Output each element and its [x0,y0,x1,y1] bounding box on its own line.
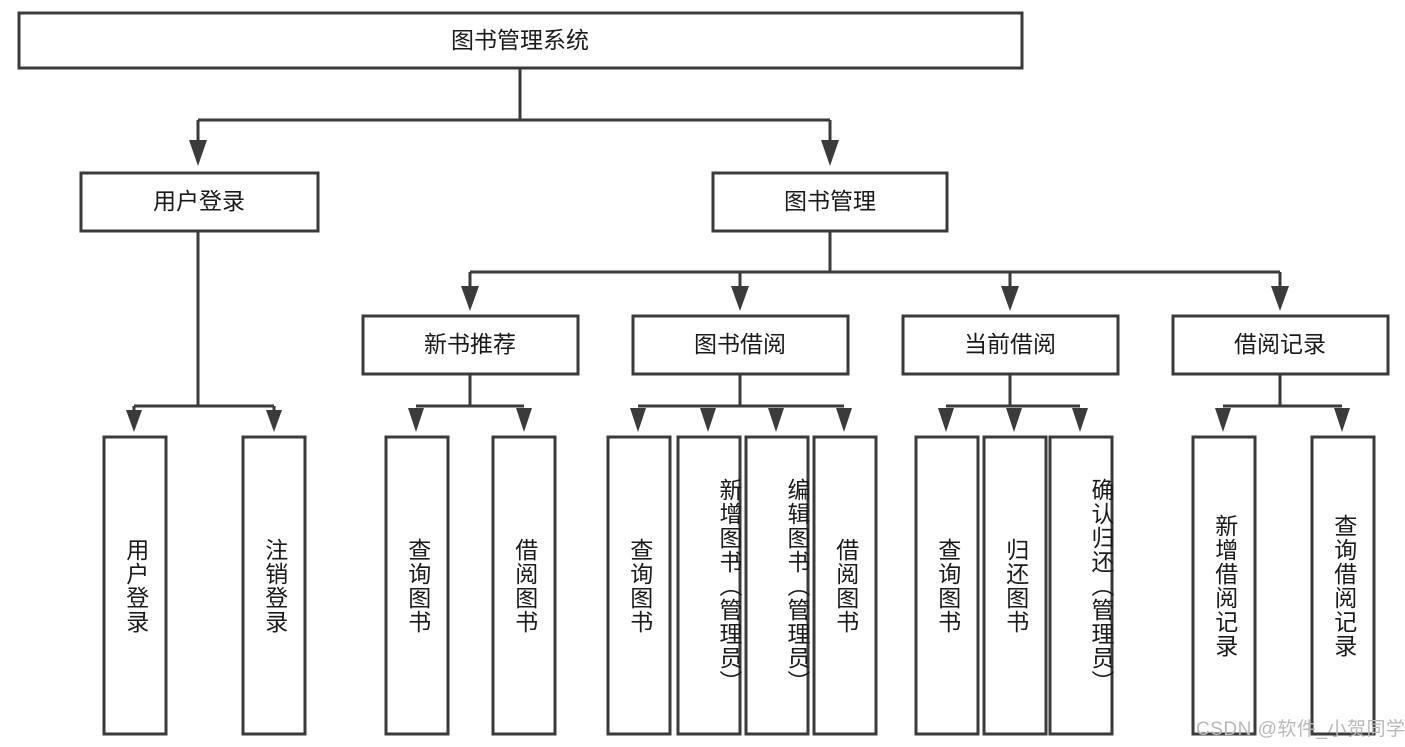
node-borrow-record-label: 借阅记录 [1234,331,1326,357]
arrow-head-leaf-borrow-book-2 [836,408,852,432]
node-book-borrow-box[interactable] [631,314,850,376]
arrow-head-leaf-query-book-1 [408,408,424,432]
arrow-head-leaf-add-record [1215,408,1231,432]
arrow-head-book-management [821,140,839,166]
connector-group-user-login [126,232,282,432]
arrow-head-leaf-return-book [1006,408,1022,432]
csdn-watermark: CSDN @软件_小贺同学 [1196,719,1405,740]
connector-group-current-borrow [938,375,1088,432]
node-borrow-record-box[interactable] [1171,314,1390,376]
arrow-head-current-borrow [1001,286,1019,311]
arrow-head-new-book-recommend [461,286,479,311]
node-book-management-label: 图书管理 [784,188,876,214]
arrow-head-leaf-query-book-3 [938,408,954,432]
node-new-book-recommend[interactable]: 新书推荐 [361,314,580,376]
arrow-head-book-borrow [731,286,749,311]
leaf-box-logout-login[interactable] [241,435,307,736]
node-new-book-recommend-box[interactable] [361,314,580,376]
node-current-borrow-label: 当前借阅 [964,331,1056,357]
node-new-book-recommend-label: 新书推荐 [424,331,516,357]
leaf-box-confirm-return[interactable] [1048,435,1114,736]
leaf-box-add-record[interactable] [1191,435,1257,736]
leaf-box-query-book-3[interactable] [914,435,980,736]
leaf-box-return-book[interactable] [982,435,1048,736]
arrow-head-leaf-edit-book [768,408,784,432]
node-user-login-label: 用户登录 [153,188,245,214]
node-book-borrow[interactable]: 图书借阅 [631,314,850,376]
leaf-box-borrow-book-1[interactable] [491,435,557,736]
leaf-box-add-book[interactable] [676,435,742,736]
leaf-box-query-book-2[interactable] [606,435,672,736]
leaf-box-query-record[interactable] [1310,435,1376,736]
node-user-login-box[interactable] [79,171,320,233]
node-current-borrow[interactable]: 当前借阅 [901,314,1120,376]
leaf-box-query-book-1[interactable] [384,435,450,736]
connector-group-borrow-record [1215,375,1350,432]
node-root[interactable]: 图书管理系统 [17,11,1024,70]
arrow-head-leaf-logout-login [266,410,282,432]
leaf-box-edit-book[interactable] [744,435,810,736]
node-book-management-box[interactable] [711,171,949,233]
node-borrow-record[interactable]: 借阅记录 [1171,314,1390,376]
node-book-borrow-label: 图书借阅 [694,331,786,357]
node-root-label: 图书管理系统 [451,27,589,53]
connector-group-new-book-recommend [408,375,532,432]
arrow-head-user-login [189,140,207,166]
connector-group-root [189,68,839,166]
connector-group-book-borrow [630,375,852,432]
arrow-head-leaf-query-record [1334,408,1350,432]
leaf-box-group [102,435,1376,736]
arrow-head-leaf-confirm-return [1072,408,1088,432]
arrow-head-leaf-add-book [700,408,716,432]
arrow-head-leaf-user-login [126,410,142,432]
node-root-box[interactable] [17,11,1024,70]
node-user-login[interactable]: 用户登录 [79,171,320,233]
arrow-head-leaf-borrow-book-1 [516,408,532,432]
connector-group-book-management [461,232,1289,311]
node-book-management[interactable]: 图书管理 [711,171,949,233]
arrow-head-leaf-query-book-2 [630,408,646,432]
leaf-box-borrow-book-2[interactable] [812,435,878,736]
leaf-box-user-login[interactable] [102,435,168,736]
arrow-head-borrow-record [1271,286,1289,311]
node-current-borrow-box[interactable] [901,314,1120,376]
